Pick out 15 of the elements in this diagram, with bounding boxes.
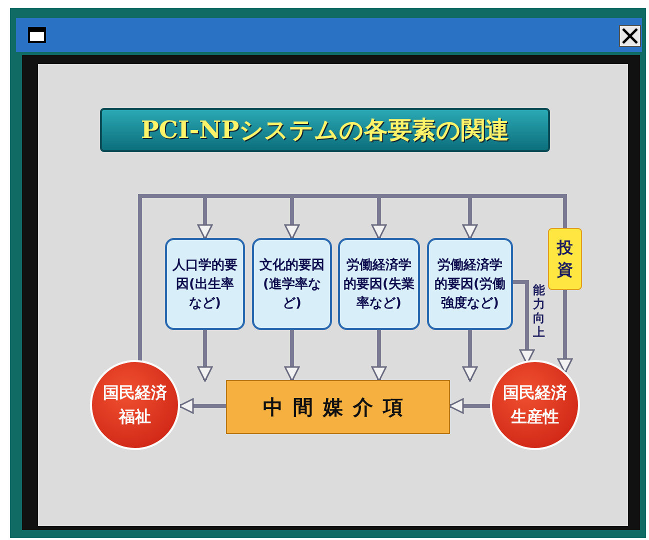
- factor-box: 文化的要因(進学率など): [252, 238, 332, 330]
- arrow: [462, 330, 478, 382]
- investment-box: 投資: [548, 228, 582, 290]
- arrow: [178, 398, 226, 414]
- arrow: [284, 330, 300, 382]
- factor-box: 労働経済学的要因(労働強度など): [427, 238, 513, 330]
- arrow: [197, 330, 213, 382]
- factor-box: 人口学的要因(出生率など): [165, 238, 245, 330]
- arrow: [371, 330, 387, 382]
- arrow: [557, 290, 573, 374]
- arrow: [448, 398, 490, 414]
- mediator-box: 中間媒介項: [226, 380, 450, 434]
- title-banner: PCI-NPシステムの各要素の関連: [100, 108, 550, 152]
- factor-box: 労働経済学的要因(失業率など): [338, 238, 420, 330]
- edge-label: 能力向上: [532, 283, 546, 339]
